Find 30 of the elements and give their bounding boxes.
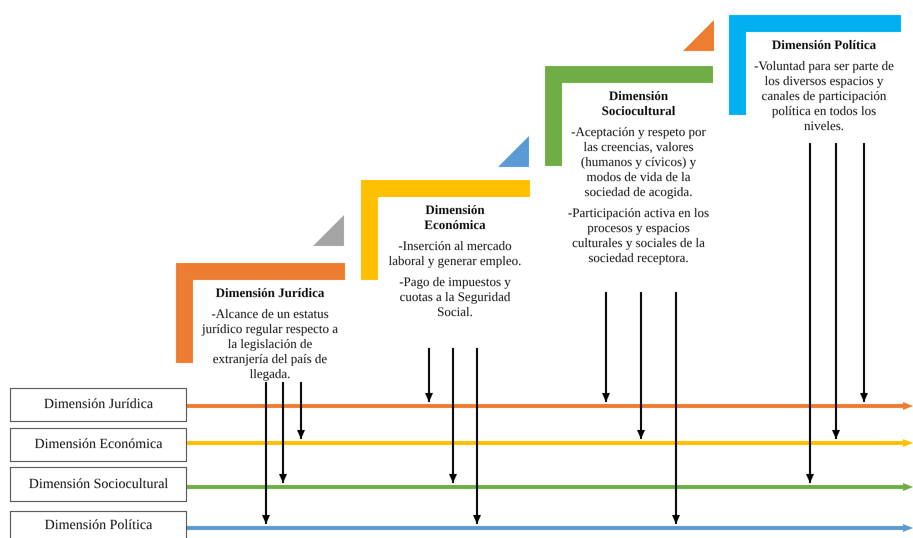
- dimension-label-box: Dimensión Jurídica: [10, 388, 187, 422]
- arrow: [279, 382, 287, 483]
- dimension-heading: Dimensión Económica: [423, 202, 487, 232]
- dimension-description: -Voluntad para ser parte de los diversos espacios y canales de participación política en todos los niveles.: [753, 58, 895, 133]
- dimension-heading: Dimensión Sociocultural: [600, 88, 676, 118]
- arrow: [449, 348, 457, 483]
- timeline-arrow: [187, 483, 913, 491]
- dimension-description: -Aceptación y respeto por las creencias, valores (humanos y cívicos) y modos de vida de la sociedad de acogida.: [570, 124, 707, 199]
- dimension-label-box: Dimensión Política: [10, 511, 187, 538]
- arrow: [473, 348, 481, 524]
- arrow: [832, 143, 840, 439]
- arrow: [425, 348, 433, 402]
- dimension-description: -Participación activa en los procesos y espacios culturales y sociales de la sociedad receptora.: [567, 205, 710, 265]
- timeline-arrow: [187, 524, 913, 532]
- dimension-label-box: Dimensión Sociocultural: [10, 467, 187, 502]
- timeline-arrow: [187, 402, 913, 410]
- arrow: [637, 292, 645, 439]
- arrow: [602, 292, 610, 402]
- arrow: [672, 292, 680, 524]
- dimension-heading: Dimensión Política: [770, 37, 878, 52]
- arrow: [262, 382, 270, 524]
- dimension-description: -Inserción al mercado laboral y generar empleo.: [388, 238, 522, 268]
- arrow: [297, 382, 305, 439]
- dimension-description: -Pago de impuestos y cuotas a la Seguridad Social.: [398, 274, 512, 319]
- dimension-heading: Dimensión Jurídica: [214, 285, 326, 300]
- arrow: [806, 143, 814, 483]
- arrow: [860, 143, 868, 402]
- dimension-label-box: Dimensión Económica: [10, 428, 187, 462]
- dimension-description: -Alcance de un estatus jurídico regular respecto a la legislación de extranjería del país de llegada.: [200, 306, 340, 381]
- timeline-arrow: [187, 439, 913, 447]
